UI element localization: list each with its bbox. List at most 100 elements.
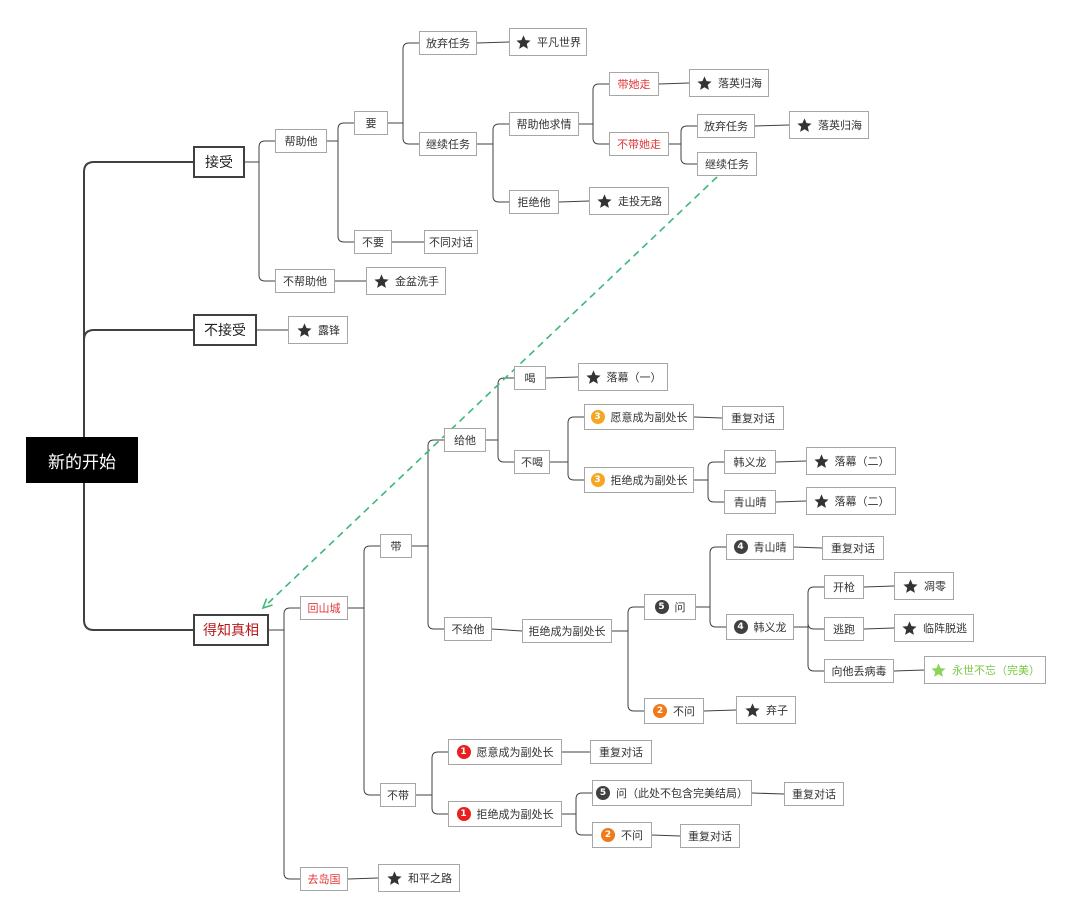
connector-line xyxy=(707,461,724,480)
node-truth[interactable]: 得知真相 xyxy=(193,614,269,646)
node-label: 喝 xyxy=(524,372,536,385)
connector-line xyxy=(627,631,644,712)
connector-line xyxy=(709,607,726,628)
node-island[interactable]: 去岛国 xyxy=(300,867,348,891)
node-label: 不带 xyxy=(387,789,409,802)
ending-desert[interactable]: 临阵脱逃 xyxy=(894,614,974,642)
node-label: 向他丢病毒 xyxy=(831,665,887,678)
node-refuse-deputy[interactable]: 拒绝成为副处长 xyxy=(522,619,612,643)
ending-perfect[interactable]: 永世不忘（完美） xyxy=(924,656,1046,684)
node-label: 不要 xyxy=(362,236,384,249)
ending-pawn[interactable]: 弃子 xyxy=(736,696,796,724)
node-label: 不带她走 xyxy=(617,138,661,151)
ending-take-her[interactable]: 落英归海 xyxy=(689,69,769,97)
node-label: 带她走 xyxy=(617,78,651,91)
node-label: 带 xyxy=(390,540,402,553)
node-continue-task-2[interactable]: 继续任务 xyxy=(697,152,757,176)
node-no-drink[interactable]: 不喝 xyxy=(514,450,550,474)
ending-dead-end[interactable]: 走投无路 xyxy=(589,187,669,215)
ending-curtain-two-b[interactable]: 落幕（二） xyxy=(806,487,896,515)
node-flee[interactable]: 逃跑 xyxy=(824,617,864,641)
ending-decline[interactable]: 露锋 xyxy=(288,316,348,344)
node-label: 拒绝成为副处长 xyxy=(528,625,606,638)
connector-line xyxy=(258,162,275,282)
node-repeat-dialogue-3[interactable]: 重复对话 xyxy=(590,740,652,764)
node-han-yilong-1[interactable]: 韩义龙 xyxy=(724,450,776,474)
ending-ordinary-world[interactable]: 平凡世界 xyxy=(509,28,587,56)
node-bring[interactable]: 带 xyxy=(380,534,412,558)
node-label: 愿意成为副处长 xyxy=(610,411,688,424)
node-label: 不喝 xyxy=(521,456,543,469)
connector-line xyxy=(492,144,509,203)
node-give[interactable]: 给他 xyxy=(444,428,486,452)
connector-line xyxy=(492,123,509,144)
node-no-give[interactable]: 不给他 xyxy=(444,617,492,641)
star-icon xyxy=(585,369,601,384)
node-different-dialogue[interactable]: 不同对话 xyxy=(424,230,478,254)
node-take-her[interactable]: 带她走 xyxy=(609,72,659,96)
node-label: 不同对话 xyxy=(429,236,473,249)
node-no-bring[interactable]: 不带 xyxy=(380,783,416,807)
node-toss-virus[interactable]: 向他丢病毒 xyxy=(824,659,894,683)
node-label: 金盆洗手 xyxy=(395,275,439,288)
node-label: 回山城 xyxy=(307,602,341,615)
connector-line xyxy=(491,628,523,632)
connector-line xyxy=(693,416,723,419)
node-help[interactable]: 帮助他 xyxy=(275,129,327,153)
number-badge: 1 xyxy=(456,807,471,821)
node-repeat-dialogue-5[interactable]: 重复对话 xyxy=(680,824,740,848)
number-badge: 2 xyxy=(601,828,615,842)
node-repeat-dialogue-4[interactable]: 重复对话 xyxy=(784,782,844,806)
node-give-up-task[interactable]: 放弃任务 xyxy=(419,31,477,55)
node-plead[interactable]: 帮助他求情 xyxy=(509,112,579,136)
node-qingshan-qing-1[interactable]: 青山晴 xyxy=(724,490,776,514)
node-want[interactable]: 要 xyxy=(354,111,388,135)
node-label: 临阵脱逃 xyxy=(923,622,967,635)
node-refuse-him[interactable]: 拒绝他 xyxy=(509,190,559,214)
node-drink[interactable]: 喝 xyxy=(514,366,546,390)
number-badge: 2 xyxy=(653,704,667,718)
ending-curtain-one[interactable]: 落幕（一） xyxy=(578,363,668,391)
node-shoot[interactable]: 开枪 xyxy=(824,575,864,599)
node-label: 落幕（一） xyxy=(606,371,662,384)
ending-peace-road[interactable]: 和平之路 xyxy=(378,864,460,892)
star-icon xyxy=(374,273,389,288)
star-icon xyxy=(813,453,829,468)
node-dont-want[interactable]: 不要 xyxy=(354,230,392,254)
ending-wither[interactable]: 凋零 xyxy=(894,572,954,600)
node-no-help[interactable]: 不帮助他 xyxy=(275,269,335,293)
root-node[interactable]: 新的开始 xyxy=(26,437,138,483)
node-return-city[interactable]: 回山城 xyxy=(300,596,348,620)
node-accept-deputy-3[interactable]: 3 愿意成为副处长 xyxy=(584,404,694,430)
ending-curtain-two-a[interactable]: 落幕（二） xyxy=(806,447,896,475)
node-continue-task[interactable]: 继续任务 xyxy=(419,132,477,156)
connector-line xyxy=(575,792,592,814)
connector-line xyxy=(707,480,724,503)
node-refuse-deputy-1[interactable]: 1 拒绝成为副处长 xyxy=(448,801,562,827)
ending-leave-her[interactable]: 落英归海 xyxy=(789,111,869,139)
node-give-up-task-2[interactable]: 放弃任务 xyxy=(697,114,755,138)
connector-line xyxy=(775,500,807,503)
node-label: 逃跑 xyxy=(833,623,855,636)
node-repeat-dialogue-1[interactable]: 重复对话 xyxy=(722,406,784,430)
star-icon xyxy=(697,75,712,90)
ending-no-help[interactable]: 金盆洗手 xyxy=(366,267,446,295)
number-badge: 3 xyxy=(590,410,605,424)
node-leave-her[interactable]: 不带她走 xyxy=(609,132,669,156)
node-decline[interactable]: 不接受 xyxy=(193,314,257,346)
connector-line xyxy=(709,546,726,607)
node-label: 落幕（二） xyxy=(834,495,890,508)
node-repeat-dialogue-2[interactable]: 重复对话 xyxy=(822,536,884,560)
star-icon xyxy=(797,117,812,132)
node-accept[interactable]: 接受 xyxy=(193,146,245,178)
node-label: 拒绝成为副处长 xyxy=(476,808,554,821)
